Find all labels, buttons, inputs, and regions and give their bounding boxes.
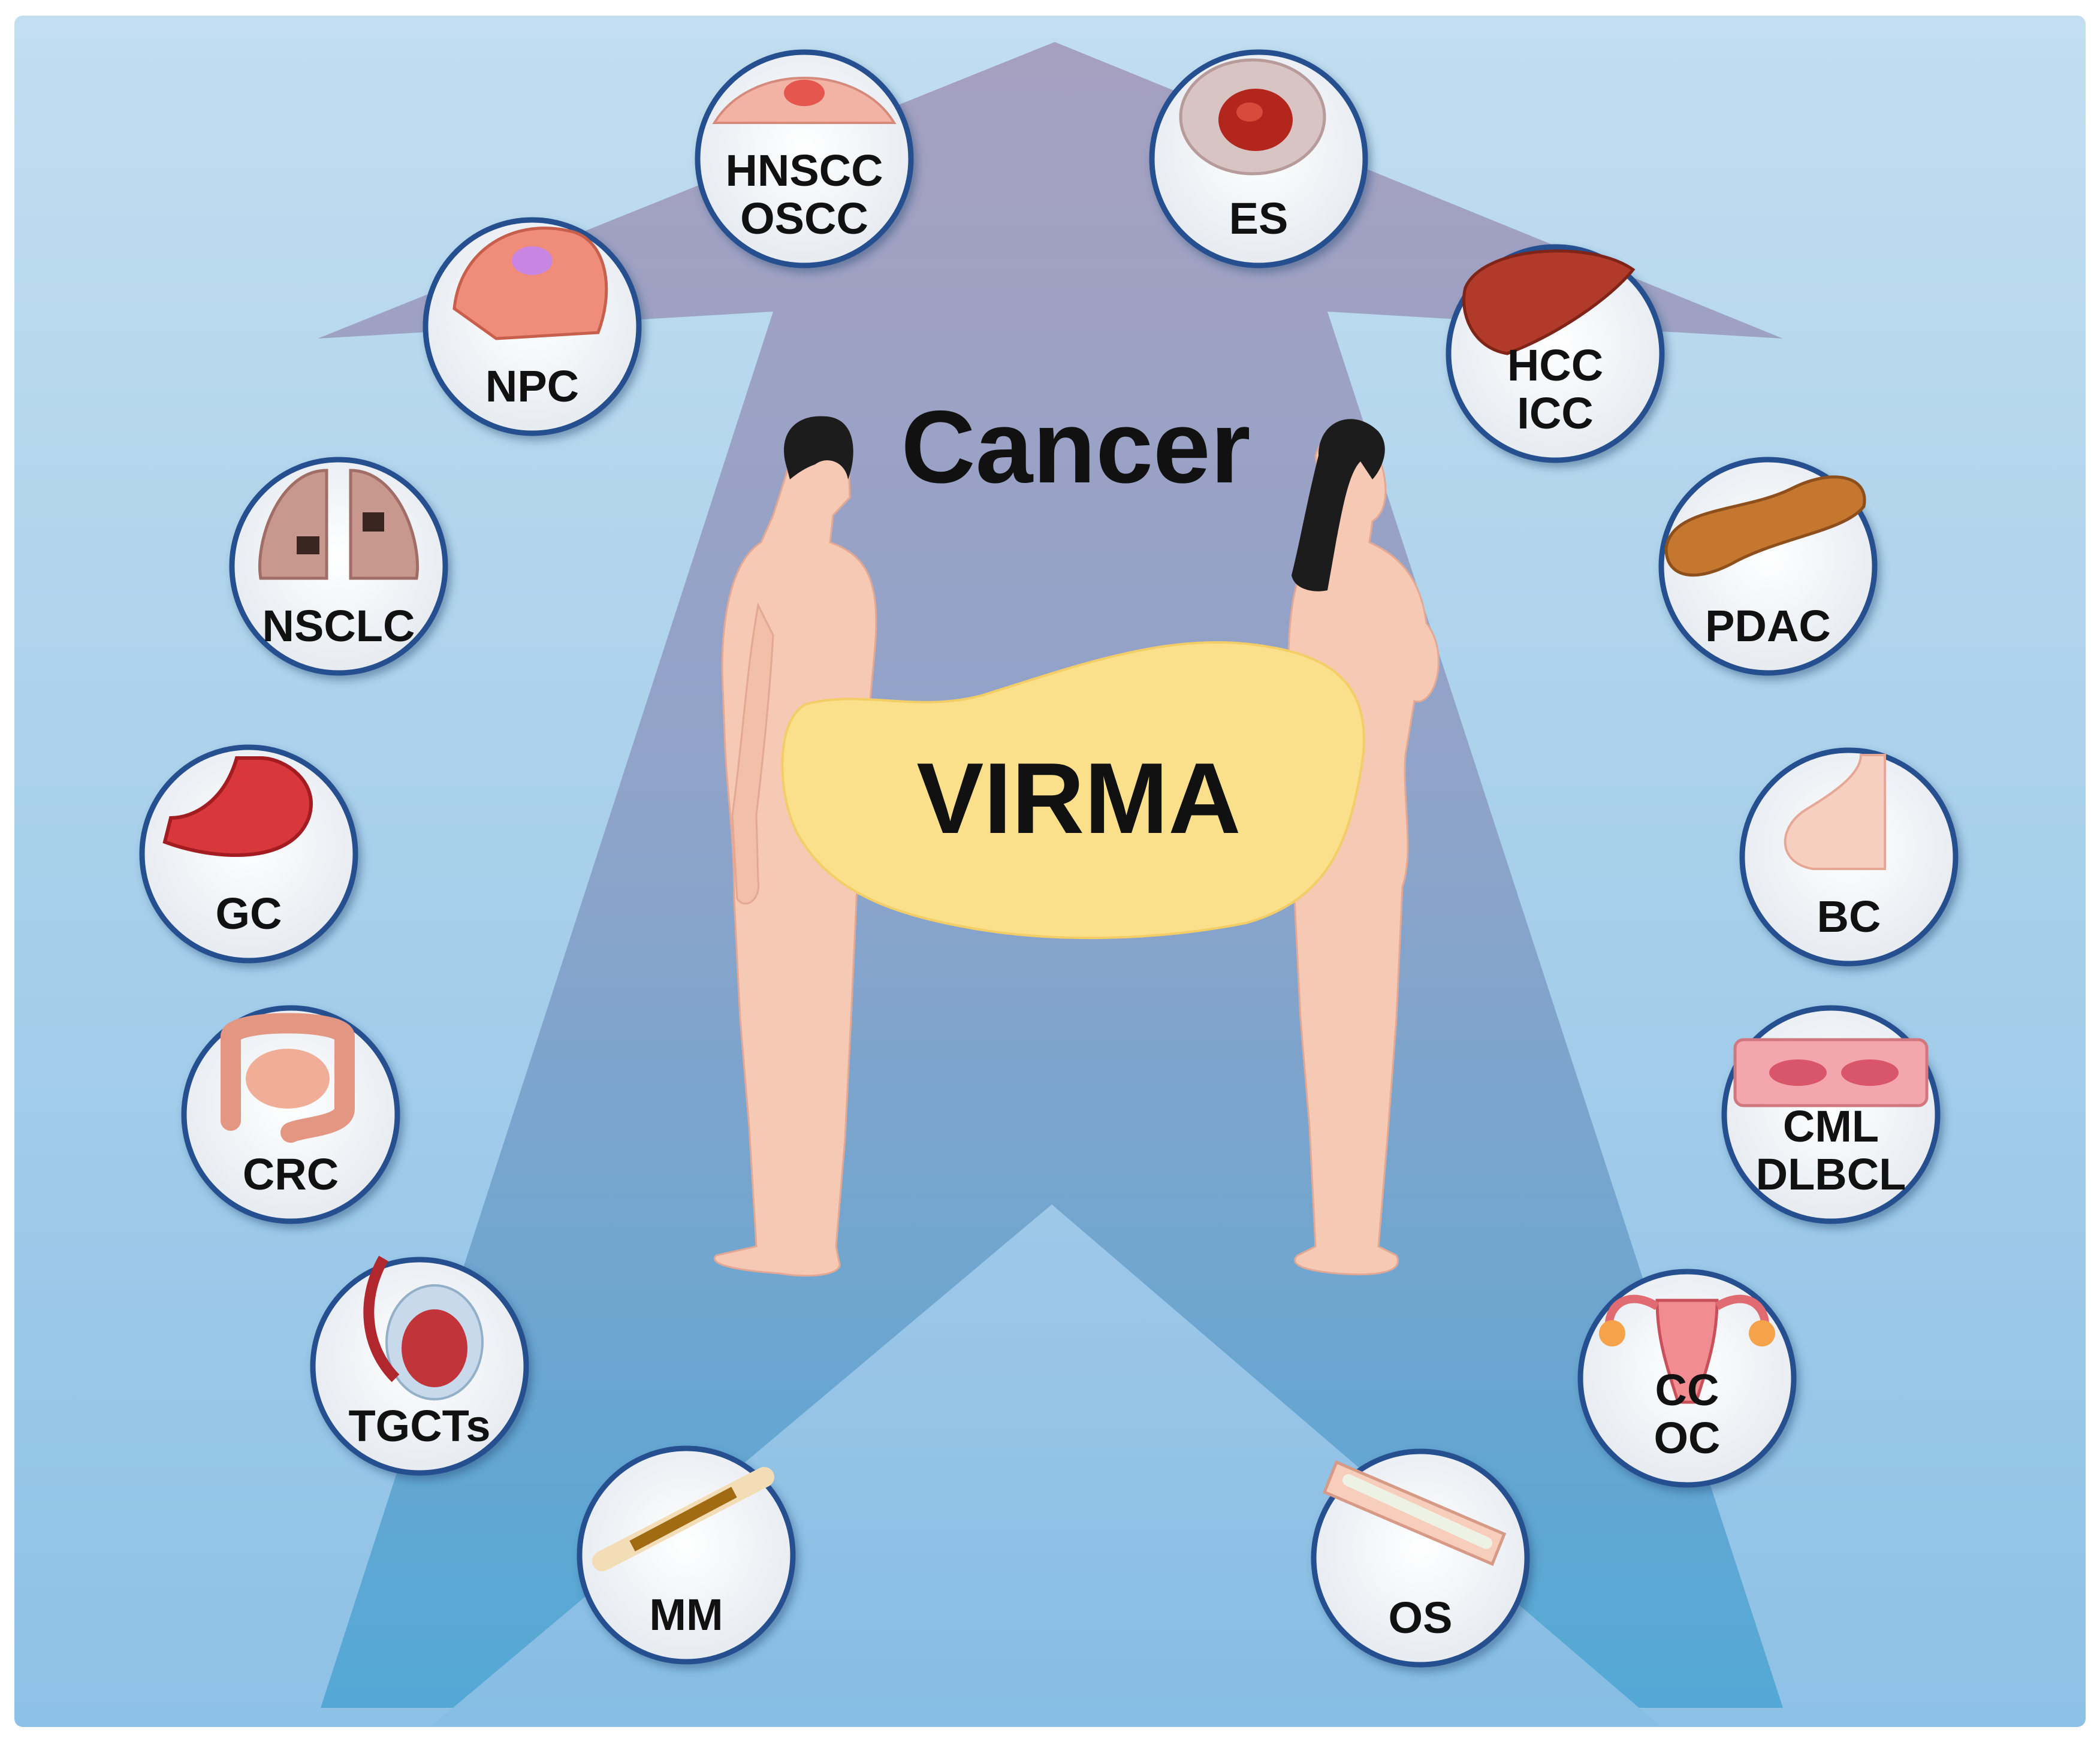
testis-icon bbox=[363, 1255, 484, 1400]
cancer-badge-bc: BC bbox=[1739, 747, 1959, 967]
cancer-badge-os: OS bbox=[1311, 1448, 1530, 1668]
badge-label: PDAC bbox=[1705, 601, 1831, 651]
badge-label: NPC bbox=[485, 361, 579, 411]
badge-label-2: OSCC bbox=[740, 194, 868, 243]
bone-icon bbox=[592, 1467, 774, 1571]
lungs-icon bbox=[258, 469, 419, 580]
badge-label: BC bbox=[1817, 892, 1881, 941]
stomach-icon bbox=[162, 756, 313, 858]
pancreas-icon bbox=[1664, 475, 1866, 577]
virma-blob bbox=[781, 641, 1365, 940]
uterus-icon bbox=[1599, 1294, 1775, 1404]
cancer-badge-gc: GC bbox=[139, 744, 358, 964]
nasopharynx-icon bbox=[452, 227, 608, 340]
cancer-badge-npc: NPC bbox=[423, 217, 642, 436]
colon-icon bbox=[221, 1013, 355, 1143]
badge-label: OS bbox=[1389, 1593, 1453, 1643]
male-silhouette bbox=[714, 416, 877, 1277]
cancer-badge-mm: MM bbox=[577, 1445, 796, 1665]
cancer-badge-crc: CRC bbox=[181, 1005, 400, 1224]
badge-label-2: ICC bbox=[1517, 388, 1593, 438]
liver-icon bbox=[1462, 249, 1636, 355]
badge-label: CC bbox=[1655, 1365, 1719, 1415]
badge-label-2: OC bbox=[1654, 1413, 1721, 1463]
badge-label: GC bbox=[216, 889, 282, 938]
badge-ring bbox=[577, 1445, 796, 1665]
virma-label: VIRMA bbox=[916, 742, 1241, 855]
limb-bone-icon bbox=[1322, 1460, 1507, 1566]
cancer-badge-es: ES bbox=[1149, 49, 1368, 268]
breast-icon bbox=[1784, 754, 1886, 870]
oral-mucosa-icon bbox=[712, 77, 897, 124]
badge-label-2: DLBCL bbox=[1756, 1149, 1906, 1199]
cancer-badge-tgct: TGCTs bbox=[310, 1255, 529, 1476]
badge-label: HNSCC bbox=[725, 146, 883, 195]
badge-label: NSCLC bbox=[262, 601, 415, 651]
blood-cell-icon bbox=[1733, 1038, 1929, 1107]
badge-label: HCC bbox=[1507, 340, 1603, 390]
cancer-badge-pdac: PDAC bbox=[1658, 457, 1878, 676]
badge-label: ES bbox=[1229, 194, 1289, 243]
badge-label: TGCTs bbox=[348, 1401, 490, 1451]
badge-label: CRC bbox=[243, 1149, 339, 1199]
badge-label: CML bbox=[1783, 1101, 1879, 1151]
badge-label: MM bbox=[649, 1590, 723, 1640]
esophagus-tumor-icon bbox=[1179, 58, 1326, 176]
cancer-badge-nsclc: NSCLC bbox=[229, 457, 448, 676]
cancer-title: Cancer bbox=[901, 390, 1250, 505]
